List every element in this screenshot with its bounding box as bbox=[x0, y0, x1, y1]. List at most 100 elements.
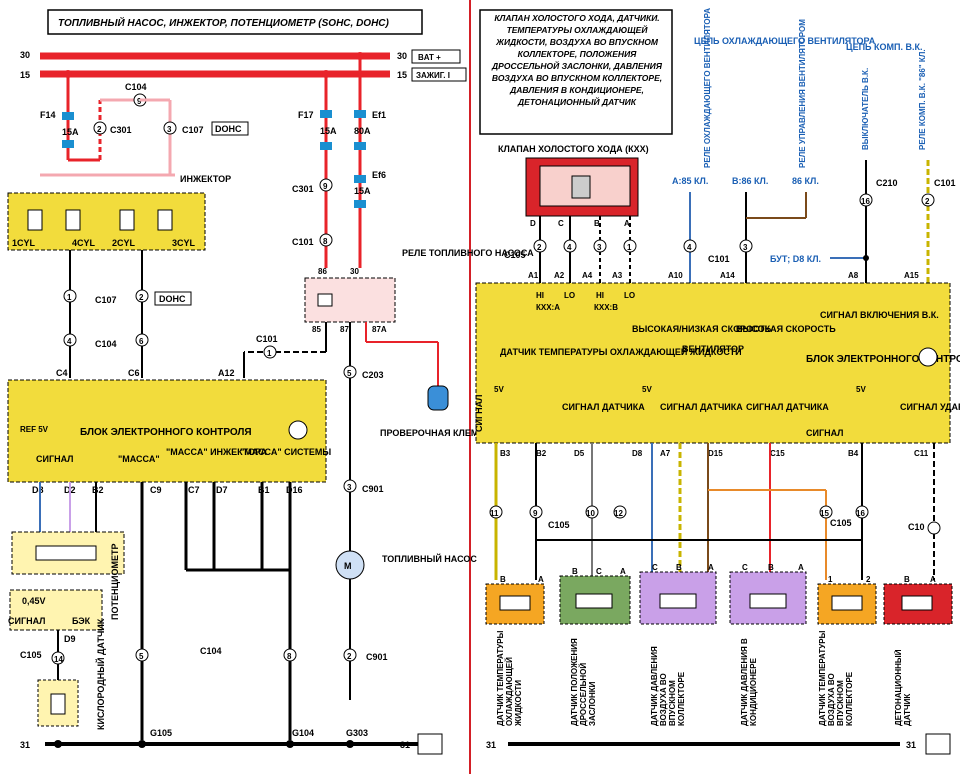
sig-sensor-2: СИГНАЛ ДАТЧИКА bbox=[660, 402, 743, 412]
dohc-label: DOHC bbox=[215, 124, 242, 134]
conn-c107: C107 bbox=[182, 125, 204, 135]
top-pin-3b: 3 bbox=[743, 243, 748, 252]
ground-g104: G104 bbox=[292, 728, 314, 738]
conn-c901b: C901 bbox=[366, 652, 388, 662]
pin-circle bbox=[489, 505, 503, 519]
ect-label: ДАТЧИК ТЕМПЕРАТУРЫ ОХЛАЖДАЮЩЕЙ ЖИДКОСТИ bbox=[500, 346, 742, 357]
ecu-pin-d16: D16 bbox=[286, 485, 303, 495]
ecu-pin-b2: B2 bbox=[92, 485, 104, 495]
bek-block bbox=[9, 589, 103, 631]
top-pin-2b: 2 bbox=[925, 197, 930, 206]
pin-1: 1 bbox=[67, 293, 72, 302]
motor-m-label: M bbox=[344, 561, 352, 571]
sensor-name-ect: ДАТЧИК ТЕМПЕРАТУРЫ ОХЛАЖДАЮЩЕЙ ЖИДКОСТИ bbox=[496, 630, 523, 726]
pin-8: 8 bbox=[323, 237, 328, 246]
fuse-f17-top bbox=[320, 110, 332, 118]
ref-but-d8: БУТ; D8 КЛ. bbox=[770, 254, 821, 264]
sensor-name-fo-4: ДАТЧИК ДАВЛЕНИЯ В КОНДИЦИОНЕРЕ bbox=[740, 638, 758, 726]
pin-circle bbox=[683, 239, 697, 253]
pin-circle bbox=[819, 505, 833, 519]
pin-circle bbox=[51, 651, 65, 665]
bot-pin-9: 9 bbox=[533, 509, 538, 518]
sensor-ac-element bbox=[749, 593, 787, 609]
pin-circle bbox=[319, 178, 333, 192]
left-ecu-title: БЛОК ЭЛЕКТРОННОГО КОНТРОЛЯ bbox=[80, 427, 252, 438]
fuse-amp-ef1: 80A bbox=[354, 126, 371, 136]
signal-label: СИГНАЛ bbox=[36, 454, 74, 464]
pin-9b: 9 bbox=[323, 182, 328, 191]
iac-motor bbox=[571, 175, 591, 199]
ref-a85: A:85 КЛ. bbox=[672, 176, 708, 186]
bot-pin-11: 11 bbox=[490, 509, 499, 518]
ecu-pin-b1: B1 bbox=[258, 485, 270, 495]
kxx-b: КХХ:В bbox=[594, 303, 618, 312]
top-pin-1: 1 bbox=[627, 243, 632, 252]
fuse-ef1-top bbox=[354, 110, 366, 118]
pin-2c: 2 bbox=[347, 652, 352, 661]
sp-tps-b: B bbox=[572, 567, 578, 576]
massa-inj-label: "МАССА" ИНЖЕКТОРА bbox=[166, 447, 267, 457]
ecu-top-a4: A4 bbox=[582, 271, 593, 280]
d9-label: D9 bbox=[64, 634, 76, 644]
ecu-pin-c9: C9 bbox=[150, 485, 162, 495]
ground-symbol-right-icon bbox=[925, 733, 951, 755]
dohc-box2 bbox=[154, 291, 192, 306]
bek-label: БЭК bbox=[72, 616, 91, 626]
right-note: КЛАПАН ХОЛОСТОГО ХОДА, ДАТЧИКИ. ТЕМПЕРАТ… bbox=[491, 13, 663, 107]
ecu-pin-d8: D8 bbox=[32, 485, 44, 495]
junction-dot bbox=[54, 740, 62, 748]
v5-2: 5V bbox=[642, 385, 652, 394]
signal-ac-label: СИГНАЛ bbox=[806, 428, 844, 438]
top-pin-3: 3 bbox=[597, 243, 602, 252]
dohc-label2: DOHC bbox=[159, 294, 186, 304]
junction-dot bbox=[346, 740, 354, 748]
v045-label: 0,45V bbox=[22, 596, 46, 606]
rail-15-left: 15 bbox=[20, 70, 30, 80]
sensor-iat-element bbox=[831, 595, 863, 611]
conn-c101: C101 bbox=[292, 237, 314, 247]
sensor-name-ac: ДАТЧИК ДАВЛЕНИЯ В КОНДИЦИОНЕРЕ bbox=[740, 638, 758, 726]
pin-circle bbox=[533, 239, 547, 253]
lo-1: LO bbox=[564, 291, 575, 300]
pin-circle bbox=[135, 333, 149, 347]
ref-b86: B:86 КЛ. bbox=[732, 176, 768, 186]
signal2-label: СИГНАЛ bbox=[8, 616, 46, 626]
conn-c105b: C105 bbox=[548, 520, 570, 530]
pin-4: 4 bbox=[67, 337, 72, 346]
ref5v-label: REF 5V bbox=[20, 425, 49, 434]
sensor-name-fo-1: ДАТЧИК ТЕМПЕРАТУРЫ ОХЛАЖДАЮЩЕЙ ЖИДКОСТИ bbox=[496, 630, 523, 726]
injector-label: ИНЖЕКТОР bbox=[180, 174, 231, 184]
sig-sensor-1: СИГНАЛ ДАТЧИКА bbox=[562, 402, 645, 412]
pin-circle bbox=[283, 648, 297, 662]
dohc-box bbox=[211, 121, 249, 136]
pin-30: 30 bbox=[350, 267, 359, 276]
pin-86: 86 bbox=[318, 267, 327, 276]
left-title: ТОПЛИВНЫЙ НАСОС, ИНЖЕКТОР, ПОТЕНЦИОМЕТР … bbox=[58, 16, 390, 29]
sp-map-c: C bbox=[652, 563, 658, 572]
sensor-name-iat: ДАТЧИК ТЕМПЕРАТУРЫ ВОЗДУХА ВО ВПУСКНОМ К… bbox=[818, 630, 854, 726]
fuse-ef1-bot bbox=[354, 142, 366, 150]
cyl-1: 1CYL bbox=[12, 238, 36, 248]
pin-3: 3 bbox=[167, 125, 172, 134]
kxx-a: КХХ:А bbox=[536, 303, 560, 312]
sp-map-a: A bbox=[708, 563, 714, 572]
ecu-bot-d8: D8 bbox=[632, 449, 643, 458]
conn-c203: C203 bbox=[362, 370, 384, 380]
top-pin-2: 2 bbox=[537, 243, 542, 252]
sensor-map-element bbox=[659, 593, 697, 609]
massa-label: "МАССА" bbox=[118, 454, 160, 464]
ref-86: 86 КЛ. bbox=[792, 176, 819, 186]
fuse-ef6-bot bbox=[354, 200, 366, 208]
sensor-name-tps: ДАТЧИК ПОЛОЖЕНИЯ ДРОССЕЛЬНОЙ ЗАСЛОНКИ bbox=[570, 638, 597, 726]
ecu-bot-b2: B2 bbox=[536, 449, 547, 458]
pot-label: ПОТЕНЦИОМЕТР bbox=[110, 543, 120, 620]
junction-dot bbox=[863, 255, 869, 261]
pin-circle bbox=[739, 239, 753, 253]
potentiometer-resistor bbox=[35, 545, 97, 561]
ecu-pin-d7: D7 bbox=[216, 485, 228, 495]
conn-c105c: C105 bbox=[830, 518, 852, 528]
pin-6: 6 bbox=[139, 337, 144, 346]
conn-c107b: C107 bbox=[95, 295, 117, 305]
rail-30-right: 30 bbox=[397, 51, 407, 61]
